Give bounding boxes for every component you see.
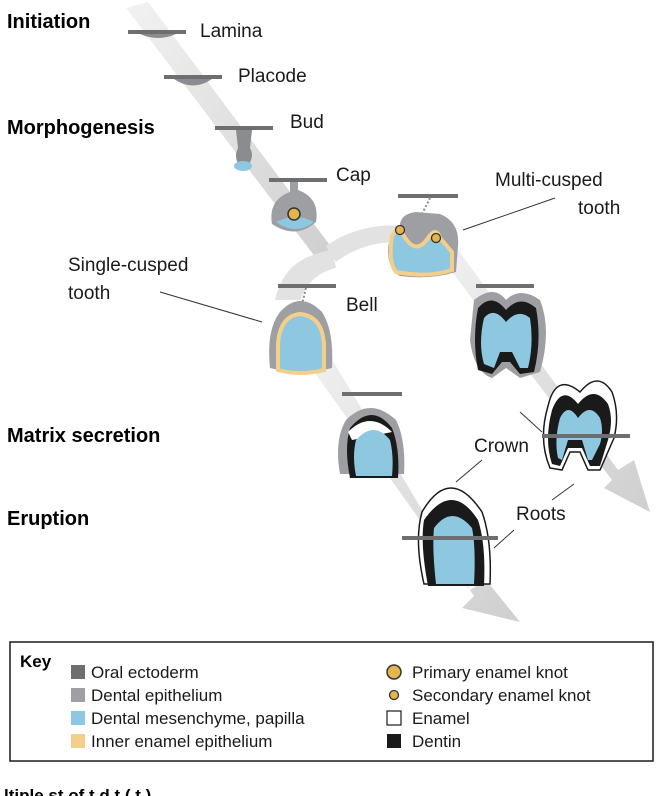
single-cusped-leader-line	[159, 291, 263, 323]
crown-leader-left	[455, 459, 483, 483]
stage-morphogenesis: Morphogenesis	[7, 117, 155, 139]
label-roots: Roots	[516, 504, 566, 525]
label-placode: Placode	[238, 66, 307, 87]
label-multi-cusped-2: tooth	[578, 198, 620, 219]
legend-enamel: Enamel	[412, 709, 470, 728]
label-multi-cusped-1: Multi-cusped	[495, 170, 603, 191]
bud-illustration	[215, 126, 273, 171]
multi-cusped-erupted-illustration	[542, 380, 630, 471]
multi-cusped-matrix-illustration	[470, 284, 546, 378]
legend-key: Key Oral ectoderm Dental epithelium Dent…	[9, 641, 654, 762]
cap-illustration	[269, 178, 327, 232]
legend-secondary-enamel-knot: Secondary enamel knot	[412, 686, 591, 705]
lamina-illustration	[128, 30, 186, 38]
roots-leader-left	[493, 529, 515, 549]
swatch-enamel	[386, 710, 402, 726]
primary-enamel-knot-cap	[287, 207, 301, 221]
swatch-dentin	[387, 734, 401, 748]
developmental-pathway-arrows	[126, 2, 650, 622]
placode-illustration	[164, 75, 222, 86]
legend-dentin: Dentin	[412, 732, 461, 751]
label-crown: Crown	[474, 436, 529, 457]
swatch-dental-mesenchyme	[71, 711, 85, 725]
label-single-cusped-2: tooth	[68, 283, 110, 304]
multi-cusped-bell-illustration	[388, 194, 459, 278]
stage-matrix-secretion: Matrix secretion	[7, 425, 160, 447]
figure-caption: ltiple st of t d t ( t )	[4, 786, 151, 796]
legend-dental-mesenchyme: Dental mesenchyme, papilla	[91, 709, 305, 728]
legend-border	[9, 641, 654, 762]
stage-labels: Initiation Morphogenesis Matrix secretio…	[7, 11, 160, 530]
stage-initiation: Initiation	[7, 11, 90, 33]
single-cusped-lower-arrow	[296, 336, 520, 622]
label-bell: Bell	[346, 295, 378, 316]
swatch-inner-enamel-epithelium	[71, 734, 85, 748]
multi-cusped-lower-arrow	[430, 236, 650, 512]
swatch-oral-ectoderm	[71, 665, 85, 679]
legend-title: Key	[20, 652, 52, 671]
swatch-primary-enamel-knot	[386, 664, 402, 680]
label-bud: Bud	[290, 112, 324, 133]
legend-dental-epithelium: Dental epithelium	[91, 686, 222, 705]
swatch-dental-epithelium	[71, 688, 85, 702]
label-single-cusped-1: Single-cusped	[68, 255, 188, 276]
single-cusped-bell-illustration	[269, 284, 336, 375]
roots-leader-right	[551, 483, 575, 501]
secondary-enamel-knot-2	[430, 232, 442, 244]
crown-leader-right	[519, 411, 543, 433]
swatch-secondary-enamel-knot	[388, 689, 400, 701]
stage-eruption: Eruption	[7, 508, 89, 530]
secondary-enamel-knot-1	[394, 224, 406, 236]
legend-inner-enamel-epithelium: Inner enamel epithelium	[91, 732, 272, 751]
multi-cusped-leader-line	[462, 197, 556, 231]
label-lamina: Lamina	[200, 21, 263, 42]
legend-primary-enamel-knot: Primary enamel knot	[412, 663, 568, 682]
label-cap: Cap	[336, 165, 371, 186]
legend-oral-ectoderm: Oral ectoderm	[91, 663, 199, 682]
single-cusped-matrix-illustration	[338, 392, 405, 478]
single-cusped-erupted-illustration	[402, 487, 498, 586]
